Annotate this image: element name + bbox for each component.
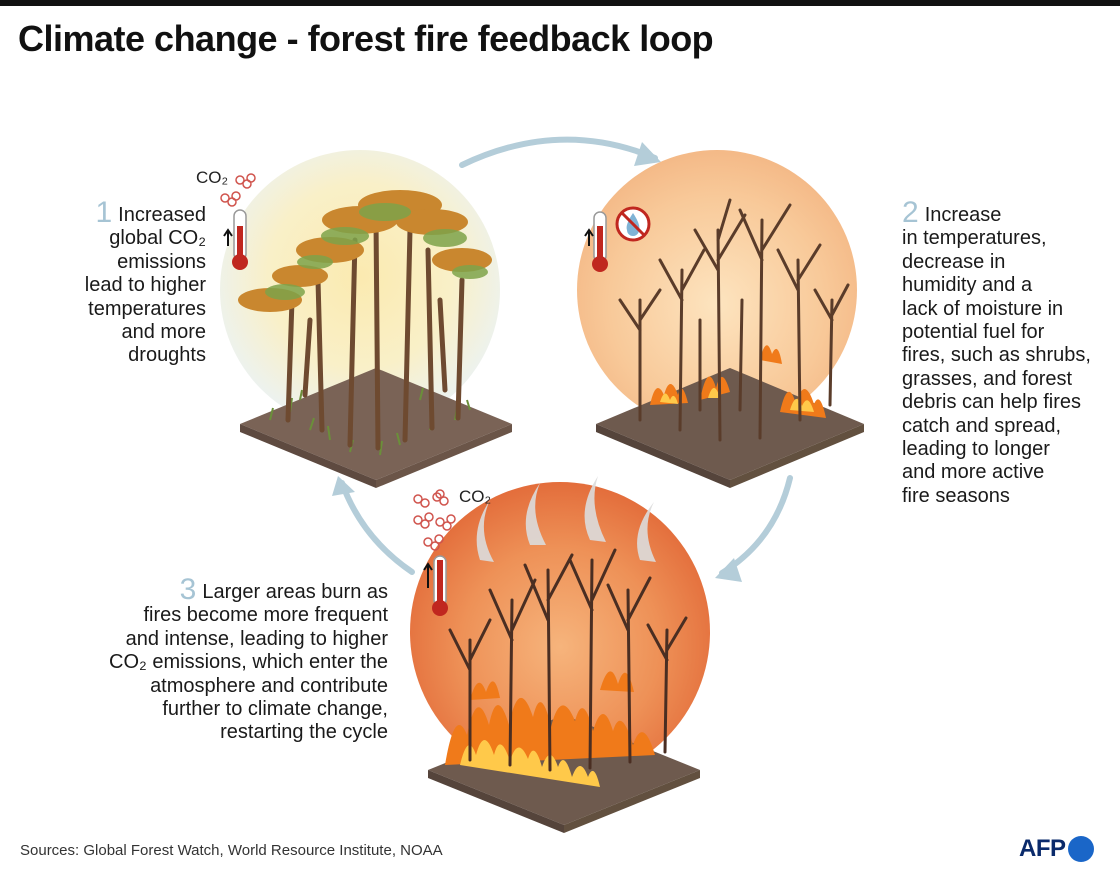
text-line: Increased <box>118 204 206 226</box>
thermometer-icon <box>432 555 448 616</box>
scene-healthy-forest <box>220 150 512 488</box>
co2-label: CO₂ <box>196 168 229 187</box>
text-line: emissions <box>117 250 206 273</box>
co2-label: CO₂ <box>459 487 492 506</box>
cycle-arrow-icon <box>715 558 742 582</box>
afp-logo-dot <box>1067 836 1094 862</box>
step-number: 2 <box>902 196 919 229</box>
text-line: droughts <box>128 344 206 367</box>
up-arrow-icon <box>584 228 594 246</box>
text-line: catch and spread, <box>902 414 1061 437</box>
cycle-arrow-icon <box>634 142 661 166</box>
afp-logo-text: AFP <box>1019 835 1066 862</box>
text-line: decrease in <box>902 250 1006 273</box>
text-line: potential fuel for <box>902 321 1045 344</box>
co2-bubbles-icon <box>413 489 456 551</box>
text-line: and intense, leading to higher <box>125 627 388 650</box>
text-line: humidity and a <box>902 274 1033 297</box>
afp-logo: AFP <box>1019 834 1094 864</box>
thermometer-icon <box>592 211 608 272</box>
step-number: 1 <box>95 196 113 229</box>
no-water-icon <box>615 206 651 242</box>
cycle-arrow-icon <box>339 480 415 575</box>
cycle-arrow-icon <box>332 476 355 496</box>
top-rule <box>0 0 1120 6</box>
text-line: debris can help fires <box>902 391 1081 414</box>
text-line: grasses, and forest <box>902 367 1073 390</box>
co2-bubbles-icon <box>220 173 256 207</box>
up-arrow-icon <box>423 562 433 588</box>
sources-credit: Sources: Global Forest Watch, World Reso… <box>20 842 443 859</box>
text-line: Larger areas burn as <box>202 581 388 603</box>
text-line: in temperatures, <box>902 227 1047 250</box>
scene-burning-forest <box>410 476 710 833</box>
text-line: restarting the cycle <box>220 721 388 744</box>
text-line: lack of moisture in <box>902 297 1064 320</box>
text-line: lead to higher <box>84 274 206 297</box>
text-line: fires become more frequent <box>143 604 388 627</box>
scene-dry-forest <box>577 150 864 488</box>
text-line: Increase <box>924 204 1002 226</box>
text-line: fires, such as shrubs, <box>902 344 1091 367</box>
step-number: 3 <box>179 573 197 606</box>
text-line: fire seasons <box>902 484 1010 507</box>
text-line: and more active <box>902 461 1045 484</box>
text-line: and more <box>121 321 207 344</box>
text-line: further to climate change, <box>162 698 388 721</box>
page-title: Climate change - forest fire feedback lo… <box>18 18 714 59</box>
text-line: global CO₂ <box>109 227 206 250</box>
cycle-arrow-icon <box>459 136 658 168</box>
text-line: temperatures <box>88 297 206 320</box>
text-line: CO₂ emissions, which enter the <box>109 651 388 674</box>
up-arrow-icon <box>223 228 233 246</box>
text-line: atmosphere and contribute <box>150 674 388 697</box>
text-line: leading to longer <box>902 438 1050 461</box>
thermometer-icon <box>232 209 248 270</box>
cycle-arrow-icon <box>719 475 793 576</box>
